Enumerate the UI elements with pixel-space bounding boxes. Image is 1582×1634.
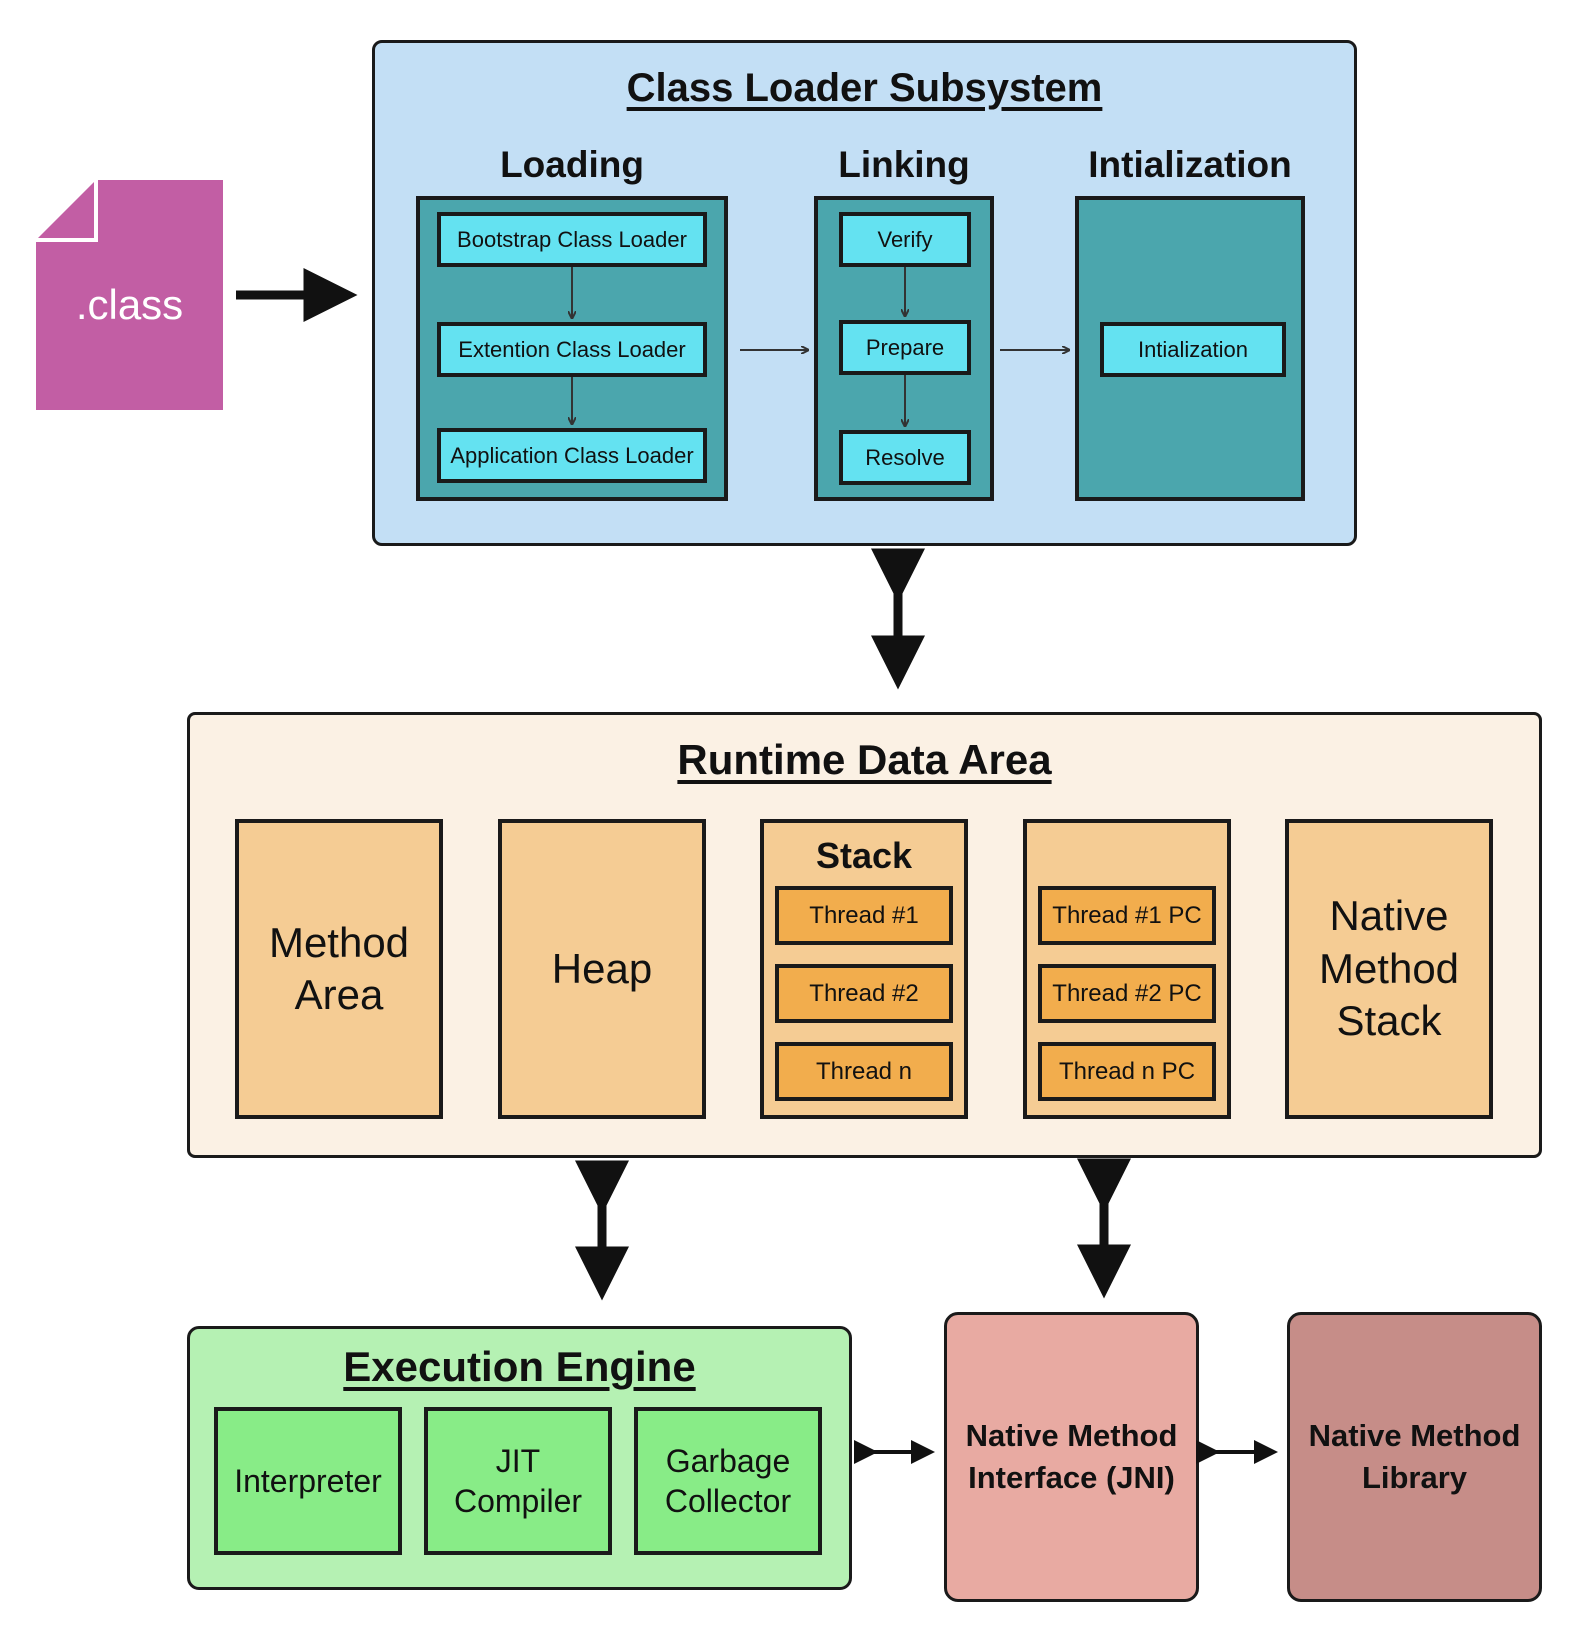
heap: Heap	[498, 819, 706, 1119]
method-area: Method Area	[235, 819, 443, 1119]
interpreter-label: Interpreter	[234, 1463, 382, 1499]
pc-register-thread-2: Thread #2 PC	[1038, 964, 1216, 1023]
stack-thread-n: Thread n	[775, 1042, 953, 1101]
jit-compiler-label: JIT Compiler	[453, 1443, 583, 1519]
garbage-collector-label: Garbage Collector	[664, 1443, 792, 1519]
garbage-collector: Garbage Collector	[634, 1407, 822, 1555]
bootstrap-class-loader: Bootstrap Class Loader	[437, 212, 707, 267]
heap-label: Heap	[551, 944, 653, 992]
initialization-title: Intialization	[1088, 144, 1292, 185]
runtime-data-area-title: Runtime Data Area	[677, 736, 1052, 783]
native-method-stack: Native Method Stack	[1285, 819, 1493, 1119]
native-method-interface: Native Method Interface (JNI)	[944, 1312, 1199, 1602]
native-method-interface-label: Native Method Interface (JNI)	[965, 1418, 1178, 1495]
loading-title: Loading	[500, 144, 644, 185]
jit-compiler: JIT Compiler	[424, 1407, 612, 1555]
stack-thread-1: Thread #1	[775, 886, 953, 945]
application-class-loader: Application Class Loader	[437, 428, 707, 483]
interpreter: Interpreter	[214, 1407, 402, 1555]
class-loader-title: Class Loader Subsystem	[626, 65, 1103, 110]
method-area-label: Method Area	[268, 918, 410, 1019]
execution-engine-title: Execution Engine	[343, 1343, 696, 1390]
extension-class-loader: Extention Class Loader	[437, 322, 707, 377]
linking-title: Linking	[838, 144, 970, 185]
initialization-step: Intialization	[1100, 322, 1286, 377]
prepare-step: Prepare	[839, 320, 971, 375]
class-file-icon	[36, 180, 223, 410]
stack-title: Stack	[815, 835, 913, 876]
native-method-library: Native Method Library	[1287, 1312, 1542, 1602]
verify-step: Verify	[839, 212, 971, 267]
pc-register-thread-n: Thread n PC	[1038, 1042, 1216, 1101]
pc-register-thread-1: Thread #1 PC	[1038, 886, 1216, 945]
native-method-library-label: Native Method Library	[1308, 1418, 1521, 1495]
native-method-stack-label: Native Method Stack	[1318, 892, 1460, 1045]
class-file-label: .class	[75, 281, 184, 328]
stack-thread-2: Thread #2	[775, 964, 953, 1023]
resolve-step: Resolve	[839, 430, 971, 485]
